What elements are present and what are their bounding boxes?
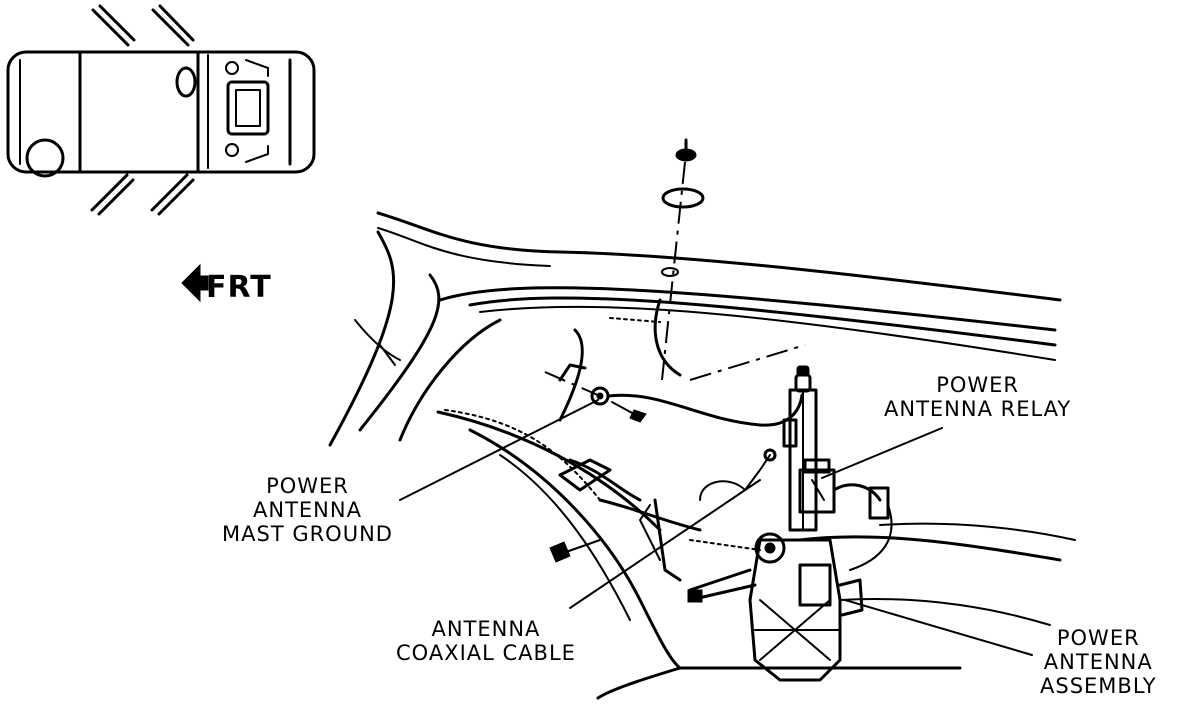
label-line: POWER bbox=[1056, 626, 1140, 650]
antenna-coaxial-cable-label: ANTENNA COAXIAL CABLE bbox=[396, 617, 576, 665]
label-line: ANTENNA bbox=[431, 617, 541, 641]
wiring-harness bbox=[549, 458, 702, 582]
label-line: MAST GROUND bbox=[222, 522, 393, 546]
power-antenna-mast-ground-label: POWER ANTENNA MAST GROUND bbox=[222, 474, 393, 546]
label-line: POWER bbox=[266, 474, 349, 498]
label-line: COAXIAL CABLE bbox=[396, 641, 576, 665]
vehicle-top-view-icon bbox=[6, 4, 316, 216]
label-line: ASSEMBLY bbox=[1040, 674, 1157, 698]
label-line: ANTENNA bbox=[1043, 650, 1153, 674]
power-antenna-relay-label: POWER ANTENNA RELAY bbox=[884, 373, 1071, 421]
power-antenna-assembly-icon bbox=[687, 448, 864, 682]
front-direction-label: FRT bbox=[206, 270, 272, 305]
antenna-nut-icon bbox=[661, 138, 806, 381]
leader-lines bbox=[399, 399, 1033, 656]
power-antenna-assembly-label: POWER ANTENNA ASSEMBLY bbox=[1040, 626, 1157, 698]
power-antenna-relay-icon bbox=[798, 458, 893, 571]
front-arrow-icon bbox=[181, 263, 209, 303]
label-line: ANTENNA RELAY bbox=[884, 397, 1072, 421]
label-line: POWER bbox=[936, 373, 1020, 397]
label-line: ANTENNA bbox=[253, 498, 362, 522]
